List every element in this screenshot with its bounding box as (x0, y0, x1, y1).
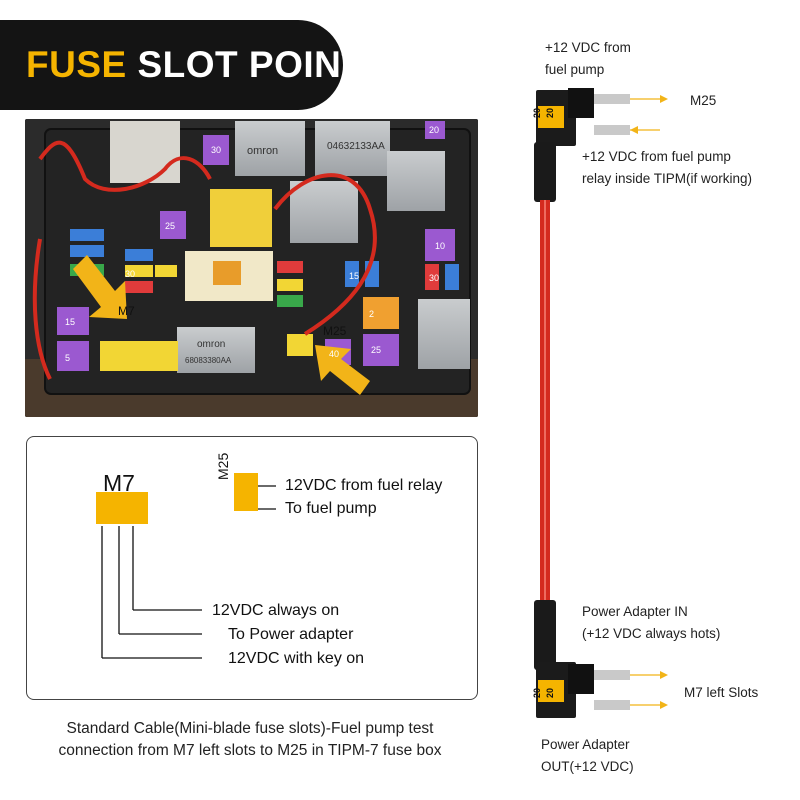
m25-line-2: To fuel pump (285, 500, 377, 517)
fuse-box-photo: 04632133AA omron omron 68083380AA (25, 119, 478, 417)
caption-line-2: connection from M7 left slots to M25 in … (58, 742, 442, 759)
label-top-from-2: fuel pump (545, 62, 605, 77)
label-top-relay: +12 VDC from fuel pump relay inside TIPM… (582, 146, 752, 190)
arrow-m25 (315, 345, 370, 395)
relay-top-right (315, 121, 390, 176)
fuse-amp-label: 5 (65, 353, 70, 363)
yellow-block (210, 189, 272, 247)
label-adapter-in-2: (+12 VDC always hots) (582, 626, 721, 641)
m7-line-2: To Power adapter (228, 626, 354, 643)
fuse-amp-label: 25 (371, 345, 381, 355)
relay-mid-omron (290, 181, 358, 243)
fuse-amp-label: 15 (349, 271, 359, 281)
red-wire (32, 140, 377, 380)
photo-label-m25: M25 (323, 324, 347, 338)
fuse-amp-label: 15 (65, 317, 75, 327)
bottom-fuse-rating-2: 20 (545, 687, 556, 699)
fuse-amp-label: 10 (435, 241, 445, 251)
m25-fuse-block (234, 473, 258, 511)
banner-title-rest: SLOT POINTS (137, 44, 390, 85)
relay-code-text: 04632133AA (327, 141, 385, 152)
top-tap-blade-1 (594, 94, 630, 104)
banner-title: FUSE SLOT POINTS (26, 44, 390, 86)
diagram-m25-label: M25 (215, 453, 231, 480)
fuse-amp-label: 2 (369, 309, 374, 319)
fuse-tap-cable (534, 88, 668, 718)
diagram-m25-label-text: M25 (215, 452, 231, 480)
bottom-tap-blade-2 (594, 700, 630, 710)
label-adapter-out: Power Adapter OUT(+12 VDC) (541, 734, 634, 778)
relay-top-left (110, 121, 180, 183)
m7-line-3: 12VDC with key on (228, 650, 365, 667)
top-fuse-rating-2: 20 (545, 107, 556, 119)
bottom-fuse-holder (568, 664, 594, 694)
m25-slot-fuse (287, 334, 313, 356)
fuse-amp-label: 30 (125, 269, 135, 279)
bottom-tap-blade-1 (594, 670, 630, 680)
relay-bottom-brand: omron (197, 339, 225, 350)
label-m7-left-slots: M7 left Slots (684, 685, 759, 700)
banner-title-highlight: FUSE (26, 44, 127, 85)
top-fuse-rating-1: 20 (532, 107, 543, 119)
fuse-amp-label: 40 (329, 349, 339, 359)
relay-right-top (387, 151, 445, 211)
fuse-amp-label: 30 (429, 273, 439, 283)
m7-line-1: 12VDC always on (212, 602, 340, 619)
fuse-amp-label: 20 (429, 125, 439, 135)
label-top-from: +12 VDC from fuel pump (545, 37, 631, 81)
caption: Standard Cable(Mini-blade fuse slots)-Fu… (30, 718, 470, 762)
m25-line-1: 12VDC from fuel relay (285, 477, 443, 494)
relay-right-bottom (418, 299, 470, 369)
relay-bottom-omron (177, 327, 255, 373)
m7-slot-fuses (100, 341, 178, 371)
caption-line-1: Standard Cable(Mini-blade fuse slots)-Fu… (66, 720, 434, 737)
photo-label-m7: M7 (118, 304, 135, 318)
bottom-fuse-rating-1: 20 (532, 687, 543, 699)
label-top-relay-1: +12 VDC from fuel pump (582, 149, 731, 164)
label-adapter-out-2: OUT(+12 VDC) (541, 759, 634, 774)
diagram-m7-title: M7 (103, 470, 135, 496)
relay-bottom-code: 68083380AA (185, 356, 232, 365)
label-adapter-in-1: Power Adapter IN (582, 604, 688, 619)
arrow-m7 (73, 255, 127, 319)
relay-top-omron (235, 121, 305, 176)
relay-brand-text: omron (247, 145, 278, 157)
label-top-relay-2: relay inside TIPM(if working) (582, 171, 753, 186)
top-tap-blade-2 (594, 125, 630, 135)
label-adapter-in: Power Adapter IN (+12 VDC always hots) (582, 601, 720, 645)
label-top-from-1: +12 VDC from (545, 40, 631, 55)
title-banner (0, 20, 343, 110)
maxi-fuses (57, 121, 455, 371)
fuse-amp-label: 30 (211, 145, 221, 155)
top-fuse-holder (568, 88, 594, 118)
slot-diagram-lines (96, 473, 276, 659)
fuse-amp-label: 25 (165, 221, 175, 231)
label-adapter-out-1: Power Adapter (541, 737, 630, 752)
fuse-box-illustration: 04632133AA omron omron 68083380AA (25, 119, 478, 417)
label-top-m25: M25 (690, 93, 717, 108)
m7-fuse-block (96, 492, 148, 524)
